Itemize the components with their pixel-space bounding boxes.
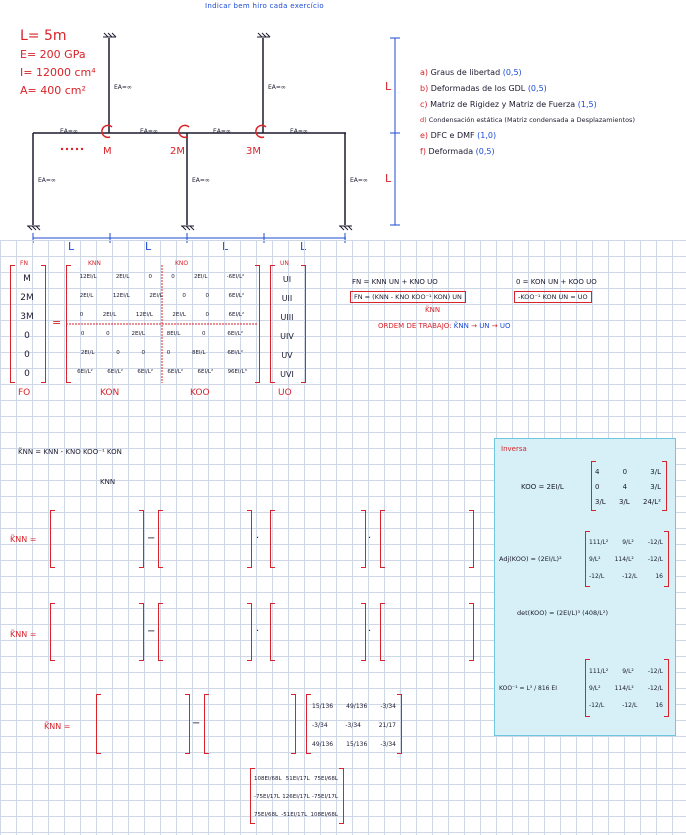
work-order: ORDEM DE TRABAJO: K̃NN → UN → UO (378, 322, 511, 330)
minus-sign: − (147, 626, 156, 637)
adj-label: Adj(KOO) = (2EI/L)² (499, 555, 562, 563)
dot-sign: · (368, 533, 372, 544)
kt-label-2: K̃NN = (10, 630, 37, 639)
stiffness-matrix-partition (66, 265, 258, 383)
equals-sign: = (52, 316, 62, 329)
minus-sign: − (192, 718, 201, 729)
det-label: det(KOO) = (2EI/L)³ (408/L²) (517, 609, 609, 617)
task-item: c) Matriz de Rigidez y Matriz de Fuerza … (420, 100, 597, 109)
frame-diagram (27, 32, 400, 243)
equation-2: 0 = KON UN + KOO UO (516, 278, 597, 286)
task-item: a) Graus de libertad (0,5) (420, 68, 522, 77)
label-kon: KON (100, 388, 120, 398)
label-uo: UO (278, 388, 292, 398)
adj-matrix (585, 531, 669, 587)
mass-label-1: M (103, 146, 112, 157)
inv-label: KOO⁻¹ = L³ / 816 EI (499, 685, 557, 692)
matrix-koo-inv (270, 603, 366, 661)
dim-height-label: L (385, 80, 392, 93)
ea-label: EA=∞ (192, 177, 210, 184)
col-header-un: UN (280, 260, 289, 267)
matrix-knn (96, 694, 190, 754)
matrix-knn (50, 510, 144, 568)
condensation-equation: K̃NN = KNN - KNO KOO⁻¹ KON (18, 448, 122, 456)
ea-label: EA=∞ (60, 128, 78, 135)
task-item: b) Deformadas de los GDL (0,5) (420, 84, 547, 93)
col-header-kno: KNO (175, 260, 189, 267)
matrix-knn (50, 603, 144, 661)
ea-label: EA=∞ (140, 128, 158, 135)
kt-label-1: K̃NN = (10, 535, 37, 544)
displacement-vector (270, 265, 306, 383)
final-matrix (250, 768, 344, 824)
ea-label: EA=∞ (213, 128, 231, 135)
matrix-koo-inv (270, 510, 366, 568)
prop-area: A= 400 cm² (20, 84, 86, 97)
prop-inertia: I= 12000 cm⁴ (20, 66, 96, 79)
col-header-fn: FN (20, 260, 28, 267)
knn-word: KNN (100, 478, 116, 486)
matrix-kno (204, 694, 296, 754)
ea-label: EA=∞ (38, 177, 56, 184)
kt-label-3: K̃NN = (44, 722, 71, 731)
matrix-kno (158, 510, 252, 568)
prop-modulus: E= 200 GPa (20, 48, 86, 61)
equation-3: FN = (KNN - KNO KOO⁻¹ KON) UN (350, 291, 466, 303)
ea-label: EA=∞ (290, 128, 308, 135)
matrix-kon (380, 603, 474, 661)
page-title: Indicar bem hiro cada exercício (205, 2, 324, 10)
properties-block: L= 5m E= 200 GPa I= 12000 cm⁴ A= 400 cm² (20, 28, 96, 97)
task-item: f) Deformada (0,5) (420, 147, 495, 156)
matrix-result-fracs (306, 694, 402, 754)
dot-sign: · (256, 533, 260, 544)
dot-sign: · (256, 626, 260, 637)
matrix-kno (158, 603, 252, 661)
equation-4: -KOO⁻¹ KON UN = UO (514, 291, 592, 303)
koo-matrix (591, 461, 667, 511)
ea-label: EA=∞ (350, 177, 368, 184)
matrix-kon (380, 510, 474, 568)
mass-label-3: 3M (246, 146, 261, 157)
ea-label: EA=∞ (268, 84, 286, 91)
dot-sign: · (368, 626, 372, 637)
col-header-knn: KNN (88, 260, 101, 267)
dim-height-label: L (385, 172, 392, 185)
inverse-title: Inversa (501, 445, 527, 453)
minus-sign: − (147, 533, 156, 544)
kcond-label: K̃NN (425, 306, 441, 314)
force-vector (10, 265, 46, 383)
task-item: d) Condensación estática (Matriz condens… (420, 116, 635, 124)
ea-label: EA=∞ (114, 84, 132, 91)
tasks-list: a) Graus de libertad (0,5) b) Deformadas… (420, 68, 682, 156)
task-item: e) DFC e DMF (1,0) (420, 131, 497, 140)
label-koo: KOO (190, 388, 210, 398)
inv-matrix (585, 659, 669, 717)
equation-1: FN = KNN UN + KNO UO (352, 278, 438, 286)
label-fo: FO (18, 388, 31, 398)
prop-length: L= 5m (20, 28, 67, 44)
koo-label: KOO = 2EI/L (521, 483, 564, 491)
mass-label-2: 2M (170, 146, 185, 157)
